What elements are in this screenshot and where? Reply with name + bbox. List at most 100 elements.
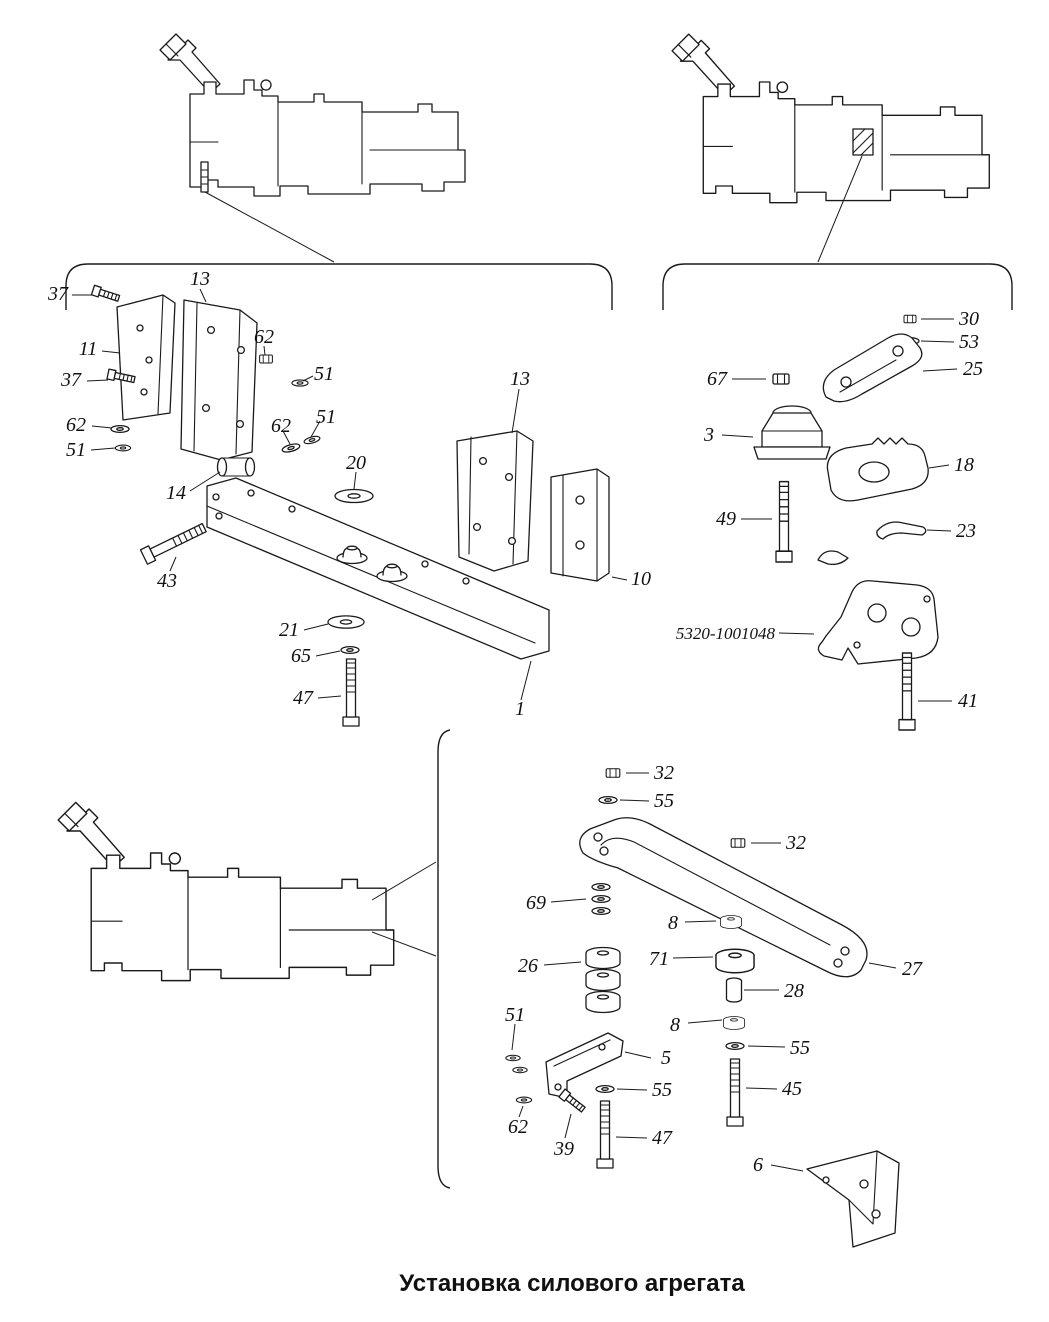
part-washers-51-bottom: [505, 1054, 528, 1074]
assembly-rear-engine-mount: [753, 314, 939, 731]
leader-lines: [72, 288, 958, 1172]
callout-53: 53: [959, 331, 979, 353]
callout-62: 62: [508, 1116, 528, 1138]
part-bolt-43: [139, 519, 209, 565]
callout-11: 11: [79, 338, 98, 360]
part-washer-55-mid: [595, 1084, 615, 1094]
part-washer-62-bottom: [515, 1096, 533, 1104]
part-bolt-45: [726, 1058, 744, 1127]
callout-18: 18: [954, 454, 974, 476]
truck-outline-top-left: [159, 33, 466, 197]
part-nut-32-right: [730, 838, 746, 848]
part-latch-small: [817, 550, 849, 566]
part-bracket-5: [545, 1032, 624, 1099]
part-bracket-13-left: [180, 299, 258, 461]
callout-part-number: 5320-1001048: [676, 624, 776, 643]
part-spacer-28: [725, 977, 743, 1003]
callout-8: 8: [670, 1014, 680, 1036]
callout-8: 8: [668, 912, 678, 934]
part-washer-65: [340, 645, 360, 655]
callout-3: 3: [703, 424, 714, 446]
part-washer-21: [327, 615, 365, 629]
part-washer-62-left: [110, 424, 130, 434]
part-cushions-26: [585, 946, 621, 1014]
callout-13: 13: [190, 268, 210, 290]
callout-67: 67: [707, 368, 728, 390]
callout-32: 32: [653, 762, 674, 784]
callout-1: 1: [515, 698, 525, 720]
callout-45: 45: [782, 1078, 802, 1100]
part-washer-55-right: [725, 1041, 745, 1051]
truck-outline-bottom-left: [57, 801, 395, 982]
callout-28: 28: [784, 980, 804, 1002]
part-crossmember-1: [206, 477, 550, 660]
part-nut-30: [903, 314, 917, 324]
part-washer-8-upper: [720, 915, 742, 929]
part-washer-8-lower: [723, 1016, 745, 1030]
callout-69: 69: [526, 892, 546, 914]
part-washer-55-top: [598, 795, 618, 805]
part-washers-69: [591, 882, 611, 916]
callout-27: 27: [902, 958, 923, 980]
part-bolt-49: [775, 480, 793, 563]
callout-47: 47: [293, 687, 314, 709]
part-nut-67: [772, 373, 790, 385]
part-nut-32-top: [605, 768, 621, 778]
callout-55: 55: [652, 1079, 672, 1101]
callout-10: 10: [631, 568, 651, 590]
part-mount-3: [753, 405, 831, 460]
callout-65: 65: [291, 645, 311, 667]
assembly-support-crossmember: [505, 768, 900, 1248]
callout-62: 62: [254, 326, 274, 348]
callout-39: 39: [553, 1138, 574, 1160]
part-clamp-18: [826, 437, 929, 502]
callout-47: 47: [652, 1127, 673, 1149]
callout-51: 51: [66, 439, 86, 461]
detail-frame-left: [65, 263, 613, 310]
callout-51: 51: [316, 406, 336, 428]
part-washer-51-mid: [302, 434, 322, 446]
part-bolt-47-bottom: [596, 1100, 614, 1169]
callout-13: 13: [510, 368, 530, 390]
callout-25: 25: [963, 358, 983, 380]
callout-20: 20: [346, 452, 366, 474]
part-bracket-11: [116, 294, 176, 421]
callout-55: 55: [790, 1037, 810, 1059]
callout-71: 71: [649, 948, 669, 970]
truck-outline-top-right: [671, 33, 990, 204]
part-bracket-6: [806, 1150, 900, 1248]
part-bracket-13-right: [456, 430, 534, 572]
callout-labels: 37 13 11 37 62 51 62 51 62 51 14 20 13 4…: [47, 268, 983, 1176]
callout-49: 49: [716, 508, 736, 530]
part-washer-51-upper: [291, 379, 309, 387]
truck2-highlighted-part: [852, 128, 874, 156]
callout-30: 30: [958, 308, 979, 330]
callout-5: 5: [661, 1047, 671, 1069]
callout-23: 23: [956, 520, 976, 542]
callout-14: 14: [166, 482, 186, 504]
part-nut-62-upper: [259, 354, 273, 364]
part-bolt-41: [898, 652, 916, 731]
truck1-mount-stud: [200, 161, 209, 193]
callout-32: 32: [785, 832, 806, 854]
part-bolt-37-upper: [90, 284, 121, 304]
callout-51: 51: [314, 363, 334, 385]
detail-frame-right: [662, 263, 1013, 310]
part-crossmember-27: [579, 817, 868, 978]
detail-brace-bottom: [437, 729, 451, 1189]
part-bolt-47-left: [342, 658, 360, 727]
callout-51: 51: [505, 1004, 525, 1026]
part-spacer-14: [216, 457, 256, 477]
part-washer-20: [334, 488, 374, 504]
assembly-front-engine-mount: [90, 284, 610, 727]
callout-37: 37: [47, 283, 69, 305]
callout-62: 62: [66, 414, 86, 436]
part-washer-51-left: [114, 444, 132, 452]
part-bolt-39: [558, 1088, 588, 1115]
part-bracket-25: [822, 333, 923, 403]
part-bracket-5320-1001048: [817, 580, 939, 665]
callout-55: 55: [654, 790, 674, 812]
part-cushion-71: [715, 948, 755, 974]
